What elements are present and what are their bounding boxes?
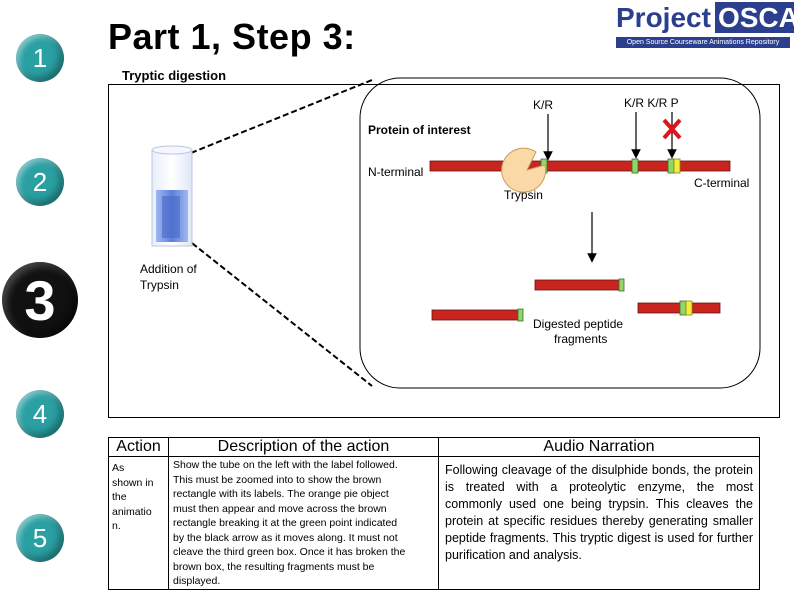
step-4-indicator[interactable]: 4 — [16, 390, 64, 438]
zoom-callout-box — [359, 77, 761, 389]
kr-label-1: K/R — [533, 98, 554, 112]
protein-of-interest-bar — [429, 160, 731, 172]
kr-label-2: K/R K/R P — [624, 96, 679, 110]
fragment-1 — [534, 279, 621, 291]
description-line: Show the tube on the left with the label… — [173, 459, 398, 471]
project-oscar-logo: ProjectOSCAR Open Source Courseware Anim… — [608, 0, 794, 52]
step-2-indicator[interactable]: 2 — [16, 158, 64, 206]
step-description-table: Action Description of the action Audio N… — [108, 437, 760, 590]
logo-word-project: Project — [616, 2, 711, 33]
audio-narration-text: Following cleavage of the disulphide bon… — [445, 463, 753, 562]
step-1-number: 1 — [32, 42, 48, 73]
fragment-2 — [431, 309, 521, 321]
description-line: by the black arrow as it moves along. It… — [173, 531, 398, 544]
test-tube-icon — [151, 145, 193, 247]
audio-header: Audio Narration — [438, 437, 760, 457]
step-3-indicator[interactable]: 3 — [2, 262, 78, 338]
fragment-2-end — [517, 308, 524, 322]
step-1-indicator[interactable]: 1 — [16, 34, 64, 82]
cleavage-site-3 — [667, 158, 675, 174]
no-cleavage-cross-icon — [662, 118, 682, 140]
digested-label-line-1: Digested peptide — [533, 317, 624, 331]
page-title: Part 1, Step 3: — [108, 16, 356, 57]
step-5-number: 5 — [32, 522, 48, 553]
action-cell: As shown in the animatio n. — [108, 456, 169, 590]
fragment-3-site — [679, 300, 687, 316]
protein-label: Protein of interest — [368, 123, 471, 137]
description-line: displayed. — [173, 575, 221, 587]
action-line: n. — [112, 520, 121, 532]
diagram-panel — [108, 84, 780, 418]
zoom-line-top — [165, 79, 373, 164]
cleavage-site-2 — [631, 158, 639, 174]
action-line: the — [112, 491, 127, 503]
action-line: animatio — [112, 505, 152, 518]
trypsin-pie-icon — [501, 147, 547, 193]
step-5-indicator[interactable]: 5 — [16, 514, 64, 562]
addition-label-line-1: Addition of — [140, 262, 197, 276]
page-subtitle: Tryptic digestion — [122, 68, 227, 83]
zoom-line-bottom — [177, 231, 373, 387]
proline-site — [673, 158, 681, 174]
action-line: shown in — [112, 476, 154, 489]
digested-label-line-2: fragments — [554, 332, 608, 346]
trypsin-label: Trypsin — [504, 188, 543, 202]
logo-tagline: Open Source Courseware Animations Reposi… — [616, 37, 790, 48]
description-line: brown box, the resulting fragments must … — [173, 560, 375, 573]
description-line: This must be zoomed into to show the bro… — [173, 473, 382, 486]
addition-label-line-2: Trypsin — [140, 278, 179, 292]
step-3-number: 3 — [24, 268, 56, 332]
action-header: Action — [108, 437, 169, 457]
description-header: Description of the action — [168, 437, 439, 457]
logo-word-oscar: OSCAR — [714, 2, 794, 33]
fragment-3-proline — [685, 300, 693, 316]
fragment-3 — [637, 302, 721, 314]
action-line: As — [112, 462, 125, 474]
description-line: rectangle with its labels. The orange pi… — [173, 488, 389, 500]
description-cell: Show the tube on the left with the label… — [168, 456, 439, 590]
description-line: must then appear and move across the bro… — [173, 502, 387, 515]
step-4-number: 4 — [32, 398, 48, 429]
description-line: rectangle breaking it at the green point… — [173, 517, 398, 529]
step-2-number: 2 — [32, 166, 48, 197]
c-terminal-label: C-terminal — [694, 176, 750, 190]
n-terminal-label: N-terminal — [368, 165, 424, 179]
audio-cell: Following cleavage of the disulphide bon… — [438, 456, 760, 590]
description-line: cleave the third green box. Once it has … — [173, 546, 406, 558]
fragment-1-end — [618, 278, 625, 292]
